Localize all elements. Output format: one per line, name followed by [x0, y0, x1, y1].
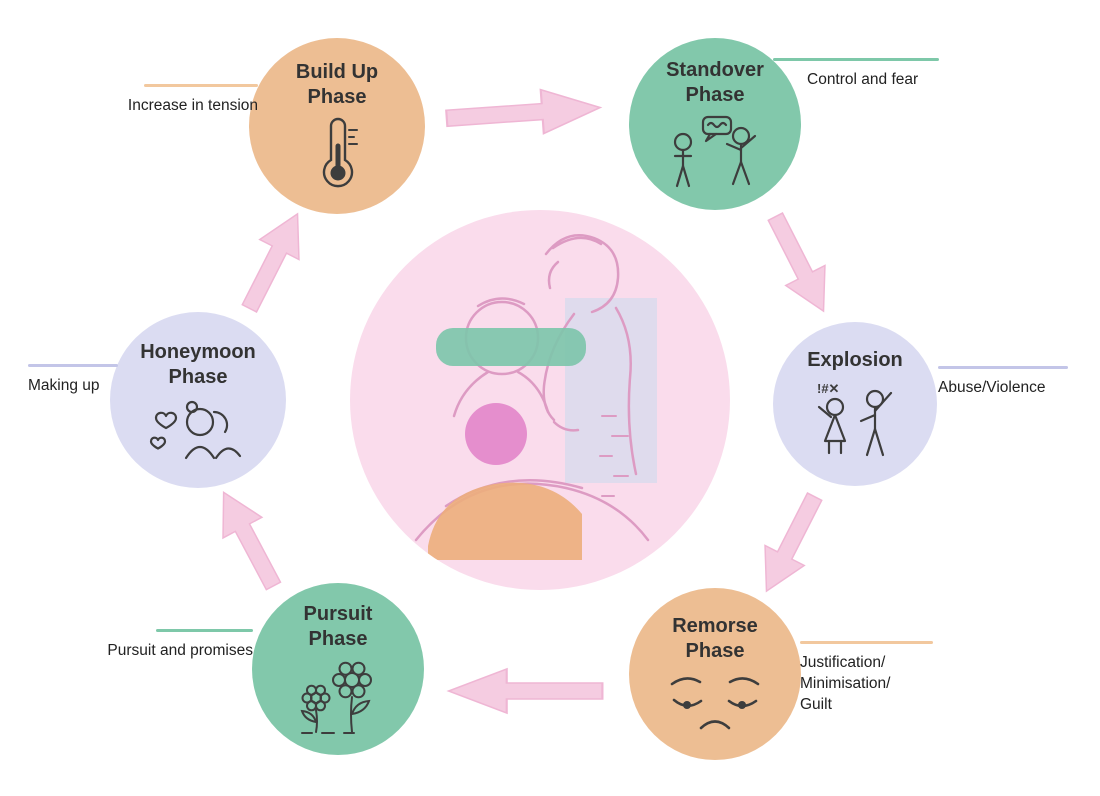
side-label-text-honeymoon: Making up	[28, 377, 100, 394]
arrow-explosion-to-remorse	[746, 485, 835, 602]
violence-figures-icon: !#✕	[817, 381, 893, 456]
side-label-pursuit: Pursuit and promises	[50, 629, 253, 662]
phase-name-remorse: Remorse Phase	[672, 615, 758, 662]
arrow-pursuit-to-honeymoon	[203, 481, 294, 597]
phase-circle-explosion: Explosion !#✕	[773, 322, 937, 486]
phase-circle-build-up: Build Up Phase	[249, 38, 425, 214]
side-label-standover: Control and fear	[773, 58, 939, 91]
accent-line-pursuit	[156, 629, 253, 632]
phase-circle-remorse: Remorse Phase	[629, 588, 801, 760]
accent-line-honeymoon	[28, 364, 118, 367]
arrow-remorse-to-pursuit	[447, 667, 604, 715]
accent-line-explosion	[938, 366, 1068, 369]
accent-line-standover	[773, 58, 939, 61]
chest-circle	[465, 403, 527, 465]
shouting-person-icon	[673, 115, 757, 188]
phase-name-honeymoon: Honeymoon Phase	[140, 341, 256, 388]
side-label-text-build-up: Increase in tension	[127, 97, 258, 114]
side-label-text-pursuit: Pursuit and promises	[107, 642, 253, 659]
side-label-honeymoon: Making up	[28, 364, 118, 397]
arrow-standover-to-explosion	[755, 205, 844, 322]
side-label-text-explosion: Abuse/Violence	[938, 379, 1046, 396]
accent-line-build-up	[144, 84, 258, 87]
phase-circle-pursuit: Pursuit Phase	[252, 583, 424, 755]
side-label-remorse: Justification/ Minimisation/ Guilt	[800, 641, 933, 716]
couple-hearts-icon	[149, 400, 242, 460]
arrow-buildup-to-standover	[444, 84, 603, 142]
phase-name-pursuit: Pursuit Phase	[303, 603, 373, 650]
lap-orange-shape	[428, 482, 582, 560]
phase-circle-honeymoon: Honeymoon Phase	[110, 312, 286, 488]
blue-panel-shape	[565, 298, 657, 483]
phase-name-build-up: Build Up Phase	[295, 61, 379, 108]
side-label-explosion: Abuse/Violence	[938, 366, 1068, 399]
blindfold-band	[436, 328, 586, 366]
center-illustration	[350, 210, 730, 590]
side-label-text-standover: Control and fear	[807, 71, 919, 88]
phase-name-standover: Standover Phase	[666, 59, 764, 106]
accent-line-remorse	[800, 641, 933, 644]
sad-face-icon	[670, 677, 760, 730]
phase-name-explosion: Explosion	[807, 348, 903, 371]
svg-text:!#✕: !#✕	[817, 381, 839, 396]
flowers-icon	[300, 661, 372, 734]
arrow-honeymoon-to-buildup	[229, 203, 318, 320]
phase-circle-standover: Standover Phase	[629, 38, 801, 210]
side-label-build-up: Increase in tension	[40, 84, 258, 117]
thermometer-icon	[322, 117, 358, 188]
side-label-text-remorse: Justification/ Minimisation/ Guilt	[800, 654, 891, 713]
